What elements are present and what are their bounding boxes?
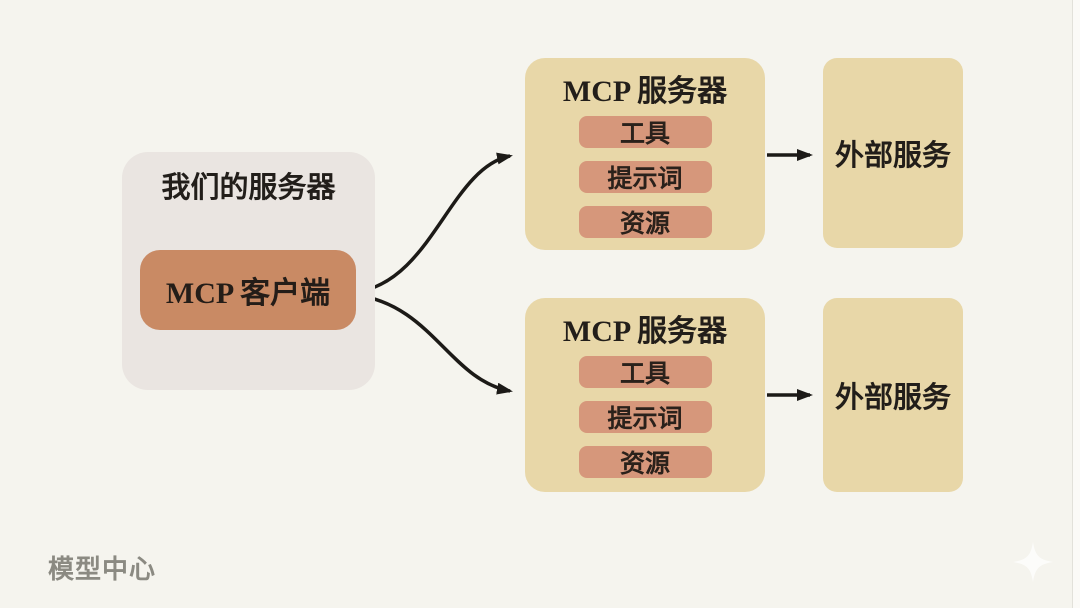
our-server-group: 我们的服务器 MCP 客户端 xyxy=(122,152,375,390)
mcp-server-bottom-title: MCP 服务器 xyxy=(562,315,728,348)
mcp-client-node: MCP 客户端 xyxy=(140,250,356,330)
mcp-server-node-top: MCP 服务器 工具 提示词 资源 xyxy=(525,58,765,250)
mcp-server-top-title: MCP 服务器 xyxy=(562,75,728,108)
external-service-node-top: 外部服务 xyxy=(823,58,963,248)
capability-tools: 工具 xyxy=(578,116,712,148)
capability-tools: 工具 xyxy=(578,356,712,388)
capability-prompts: 提示词 xyxy=(578,161,712,193)
mcp-server-top-capabilities: 工具 提示词 资源 xyxy=(578,116,712,238)
capability-prompts: 提示词 xyxy=(578,401,712,433)
right-edge-highlight xyxy=(1072,0,1080,608)
arrow-client-to-server-bottom xyxy=(355,293,513,395)
brand-label: 模型中心 xyxy=(48,554,157,584)
arrow-client-to-server-top xyxy=(355,152,513,294)
mcp-server-node-bottom: MCP 服务器 工具 提示词 资源 xyxy=(525,298,765,492)
capability-resources: 资源 xyxy=(578,446,712,478)
mcp-server-bottom-capabilities: 工具 提示词 资源 xyxy=(578,356,712,478)
sparkle-watermark-icon xyxy=(1013,542,1053,582)
external-service-node-bottom: 外部服务 xyxy=(823,298,963,492)
capability-resources: 资源 xyxy=(578,206,712,238)
our-server-title: 我们的服务器 xyxy=(161,172,336,204)
